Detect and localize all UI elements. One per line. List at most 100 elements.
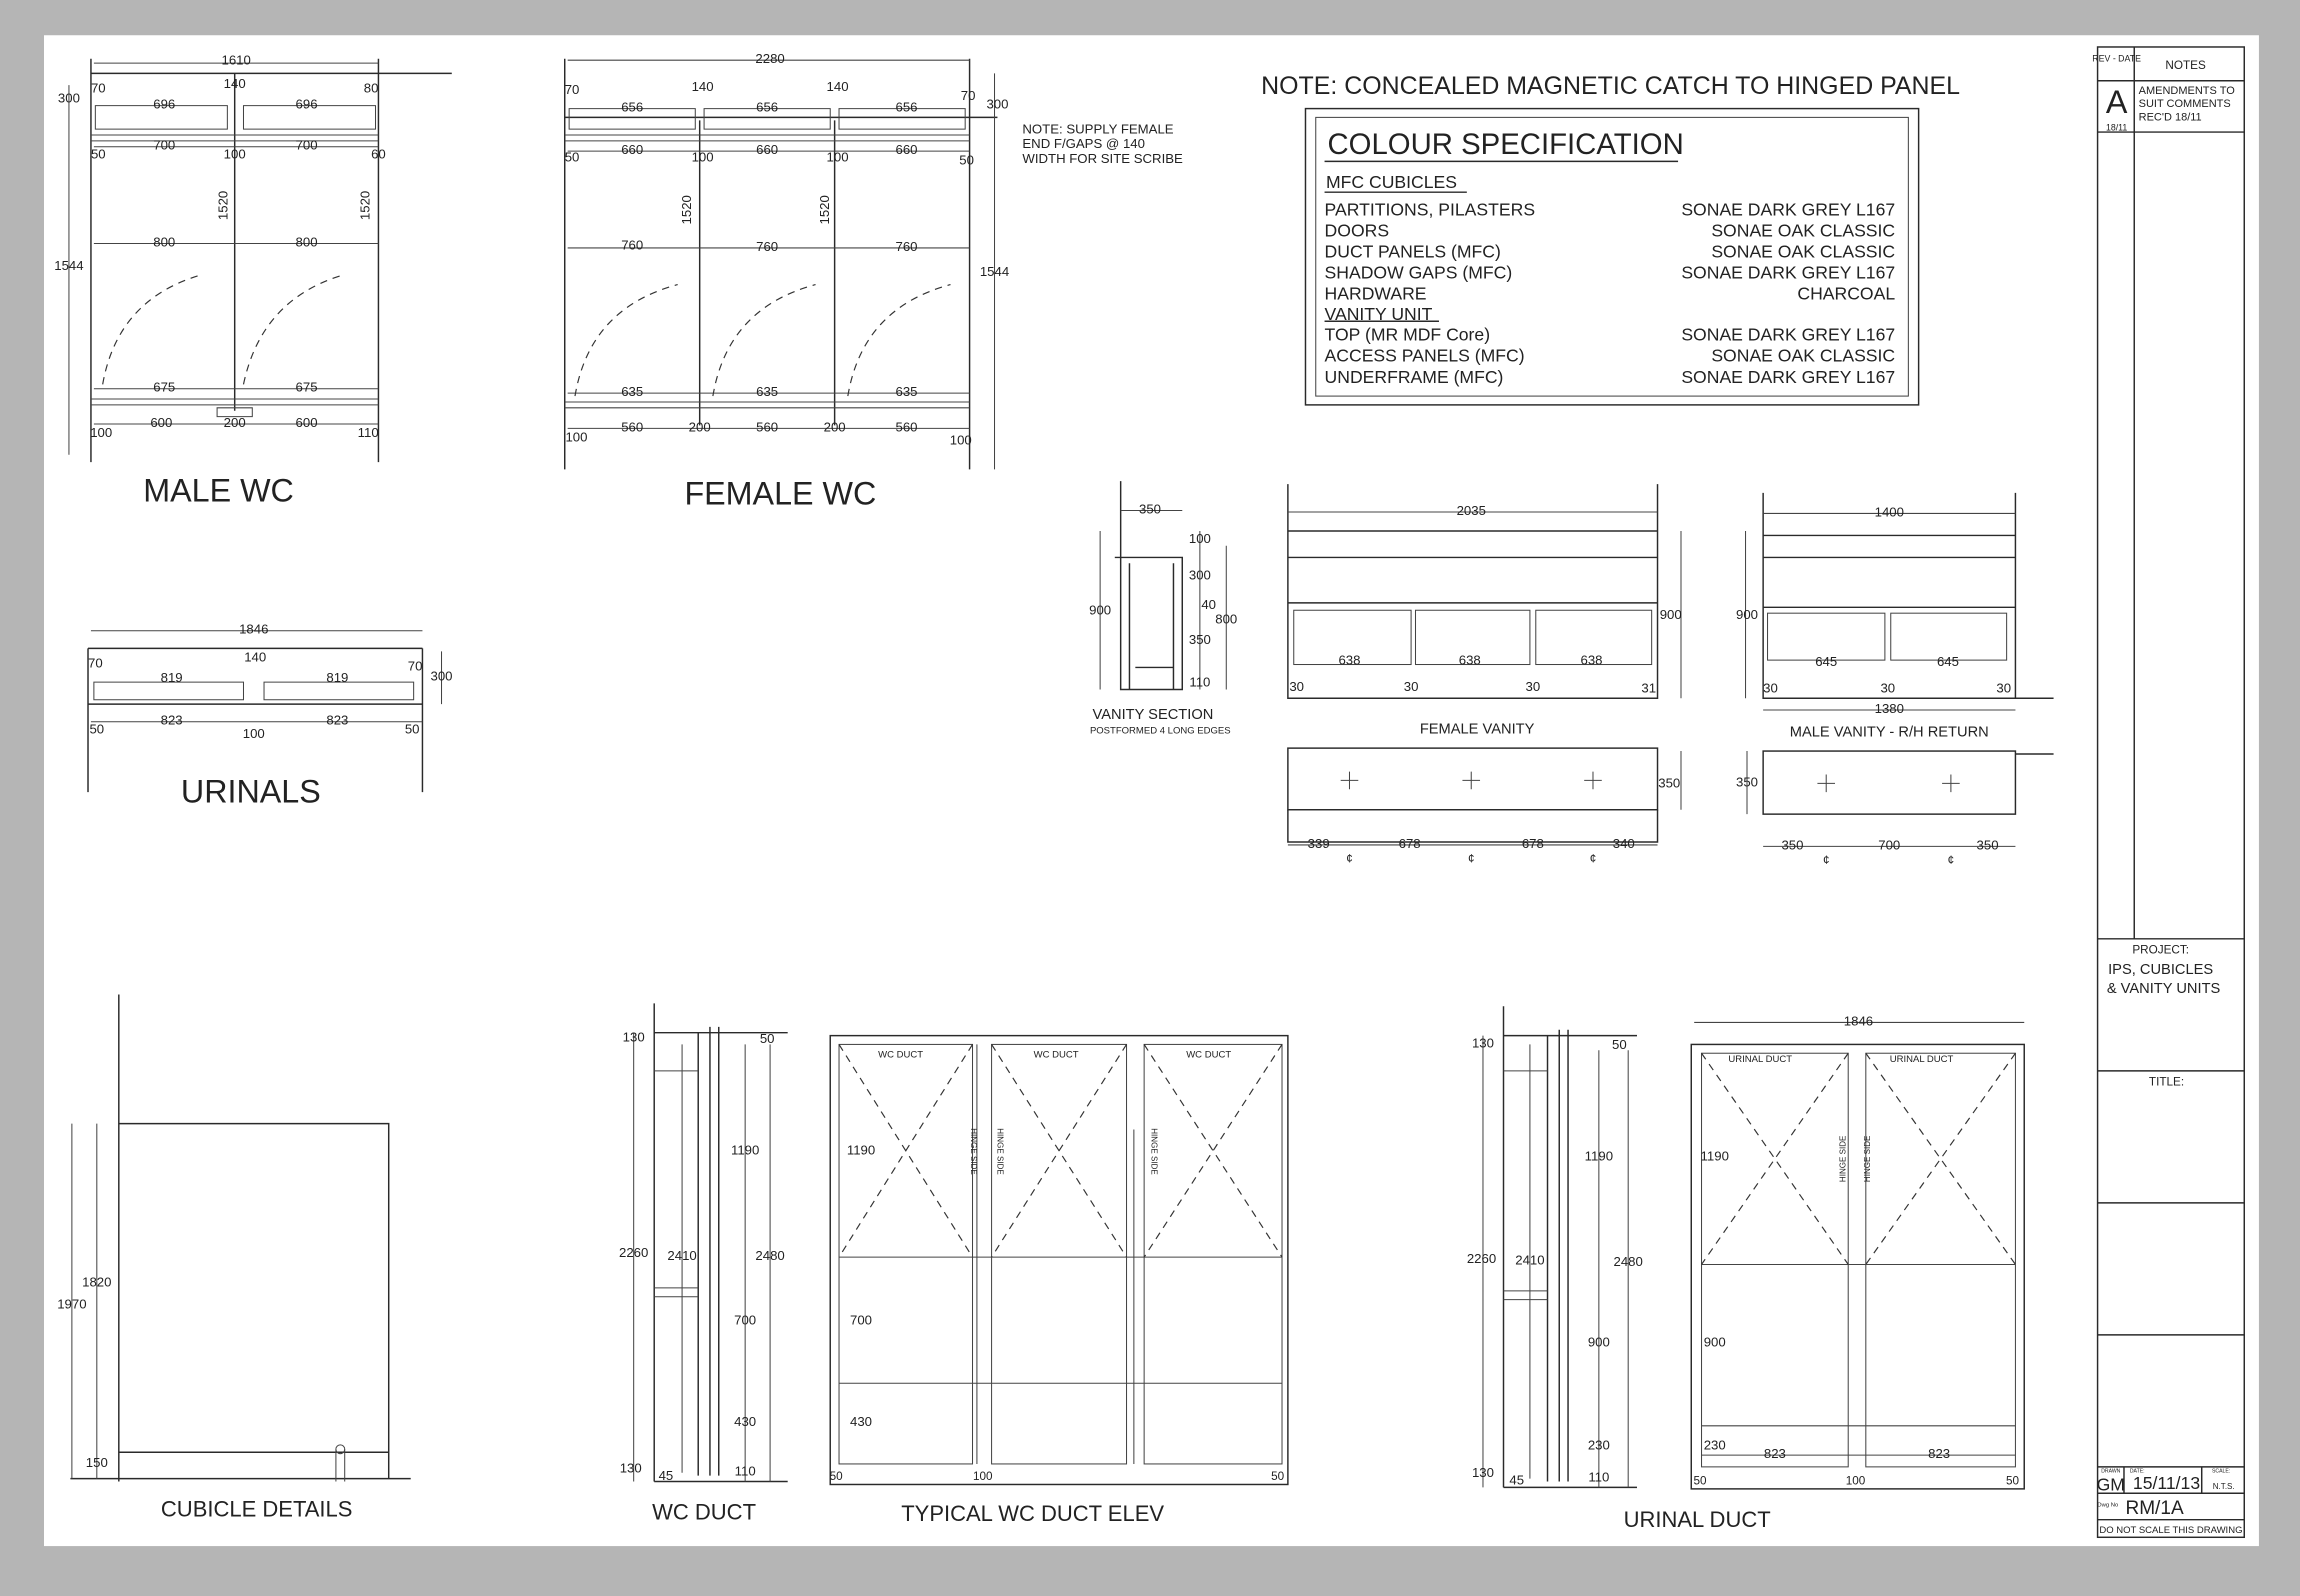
rev-note: AMENDMENTS TO [2139, 85, 2236, 97]
dimension-label: 1190 [847, 1142, 875, 1157]
dimension-label: 1846 [239, 622, 268, 637]
dimension-label: 30 [1526, 679, 1541, 694]
dimension-label: 2480 [755, 1248, 784, 1263]
colour-spec-item: PARTITIONS, PILASTERS [1325, 200, 1536, 220]
dimension-label: 823 [326, 713, 348, 728]
dimension-label: 70 [88, 655, 103, 670]
dimension-label: 140 [224, 76, 246, 91]
dimension-label: 560 [621, 419, 643, 434]
dimension-label: 80 [364, 80, 379, 95]
hinge-side-label: HINGE SIDE [1838, 1135, 1847, 1182]
dimension-label: 696 [296, 97, 318, 112]
colour-spec-item: DUCT PANELS (MFC) [1325, 242, 1501, 262]
drawn-by: GM [2097, 1474, 2125, 1494]
dimension-label: 70 [91, 80, 106, 95]
colour-specification [1304, 107, 1920, 406]
colour-spec-item: UNDERFRAME (MFC) [1325, 367, 1504, 387]
dimension-label: 230 [1704, 1437, 1726, 1452]
dimension-label: 30 [1763, 680, 1778, 695]
dimension-label: 60 [371, 146, 386, 161]
dimension-label: 350 [1781, 837, 1803, 852]
dimension-label: 645 [1815, 654, 1837, 669]
colour-spec-item: HARDWARE [1325, 284, 1427, 304]
dimension-label: 656 [756, 100, 778, 115]
urinal-duct-section [1482, 1006, 1637, 1489]
dimension-label: 1380 [1875, 701, 1904, 716]
dimension-label: 50 [830, 1470, 844, 1483]
dimension-label: 30 [1880, 680, 1895, 695]
scale-label: SCALE: [2212, 1469, 2230, 1475]
drawing-title: MALE WC [143, 473, 294, 509]
dimension-label: 130 [1472, 1035, 1494, 1050]
dimension-label: 760 [756, 239, 778, 254]
dimension-label: 300 [986, 97, 1008, 112]
typical-wc-duct-elevation [829, 1034, 1289, 1486]
colour-spec-finish: SONAE DARK GREY L167 [1681, 263, 1895, 283]
revision-letter: A [2106, 84, 2128, 120]
paper [44, 35, 2259, 1547]
dimension-label: 638 [1459, 653, 1481, 668]
dimension-label: 50 [89, 721, 104, 736]
dimension-label: 140 [244, 650, 266, 665]
drawing-title: MALE VANITY - R/H RETURN [1790, 724, 1989, 740]
colour-spec-finish: SONAE DARK GREY L167 [1681, 367, 1895, 387]
dimension-label: 823 [161, 713, 183, 728]
dimension-label: 339 [1308, 836, 1330, 851]
colour-spec-section: MFC CUBICLES [1326, 172, 1457, 192]
dimension-label: 700 [1878, 837, 1900, 852]
centerline-mark: ¢ [1468, 853, 1475, 866]
dimension-label: 50 [91, 146, 106, 161]
dimension-label: 600 [296, 415, 318, 430]
dimension-label: 560 [895, 419, 917, 434]
dimension-label: 110 [735, 1464, 756, 1479]
dimension-label: 700 [734, 1313, 756, 1328]
hinge-side-label: HINGE SIDE [995, 1128, 1004, 1175]
dimension-label: 30 [1996, 680, 2011, 695]
panel-label: URINAL DUCT [1728, 1054, 1792, 1065]
drawing-title: FEMALE VANITY [1420, 721, 1535, 737]
dimension-label: 800 [1215, 611, 1237, 626]
colour-spec-finish: SONAE OAK CLASSIC [1711, 221, 1895, 241]
dimension-label: 45 [1509, 1472, 1524, 1487]
colour-spec-section: VANITY UNIT [1325, 304, 1433, 324]
dimension-label: 1400 [1875, 504, 1904, 519]
dimension-label: 635 [895, 384, 917, 399]
rev-note: SUIT COMMENTS [2139, 98, 2231, 110]
dimension-label: 900 [1588, 1335, 1610, 1350]
dimension-label: 656 [621, 100, 643, 115]
dimension-label: 200 [689, 419, 711, 434]
drawing-scale: N.T.S. [2213, 1482, 2235, 1491]
dimension-label: 140 [827, 79, 849, 94]
dimension-label: 900 [1704, 1335, 1726, 1350]
dimension-label: 300 [431, 669, 453, 684]
dimension-label: 900 [1660, 607, 1682, 622]
dimension-label: 70 [408, 658, 423, 673]
title-label: TITLE: [2149, 1075, 2184, 1088]
dimension-label: 823 [1764, 1446, 1786, 1461]
dimension-label: 230 [1588, 1437, 1610, 1452]
dimension-label: 2480 [1614, 1254, 1643, 1269]
drawing-title: FEMALE WC [684, 476, 876, 512]
project-name: & VANITY UNITS [2107, 981, 2221, 997]
dimension-label: 100 [827, 149, 849, 164]
dimension-label: 50 [565, 149, 580, 164]
note-text: NOTE: CONCEALED MAGNETIC CATCH TO HINGED… [1261, 72, 1960, 100]
dimension-label: 100 [692, 149, 714, 164]
dimension-label: 660 [895, 142, 917, 157]
dimension-label: 1970 [57, 1296, 86, 1311]
dimension-label: 130 [623, 1029, 645, 1044]
dimension-label: 678 [1399, 836, 1421, 851]
male-wc-plan [68, 58, 452, 463]
dimension-label: 1190 [1585, 1148, 1613, 1163]
note-text: NOTE: SUPPLY FEMALE [1022, 122, 1173, 137]
dimension-label: 100 [90, 425, 112, 440]
wc-duct-section [633, 1003, 788, 1483]
drawing-title: URINALS [181, 773, 321, 809]
dimension-label: 100 [565, 430, 587, 445]
dimension-label: 1520 [679, 195, 694, 224]
dimension-label: 1190 [731, 1142, 759, 1157]
dimension-label: 31 [1641, 680, 1656, 695]
colour-spec-finish: CHARCOAL [1797, 284, 1895, 304]
centerline-mark: ¢ [1590, 853, 1597, 866]
